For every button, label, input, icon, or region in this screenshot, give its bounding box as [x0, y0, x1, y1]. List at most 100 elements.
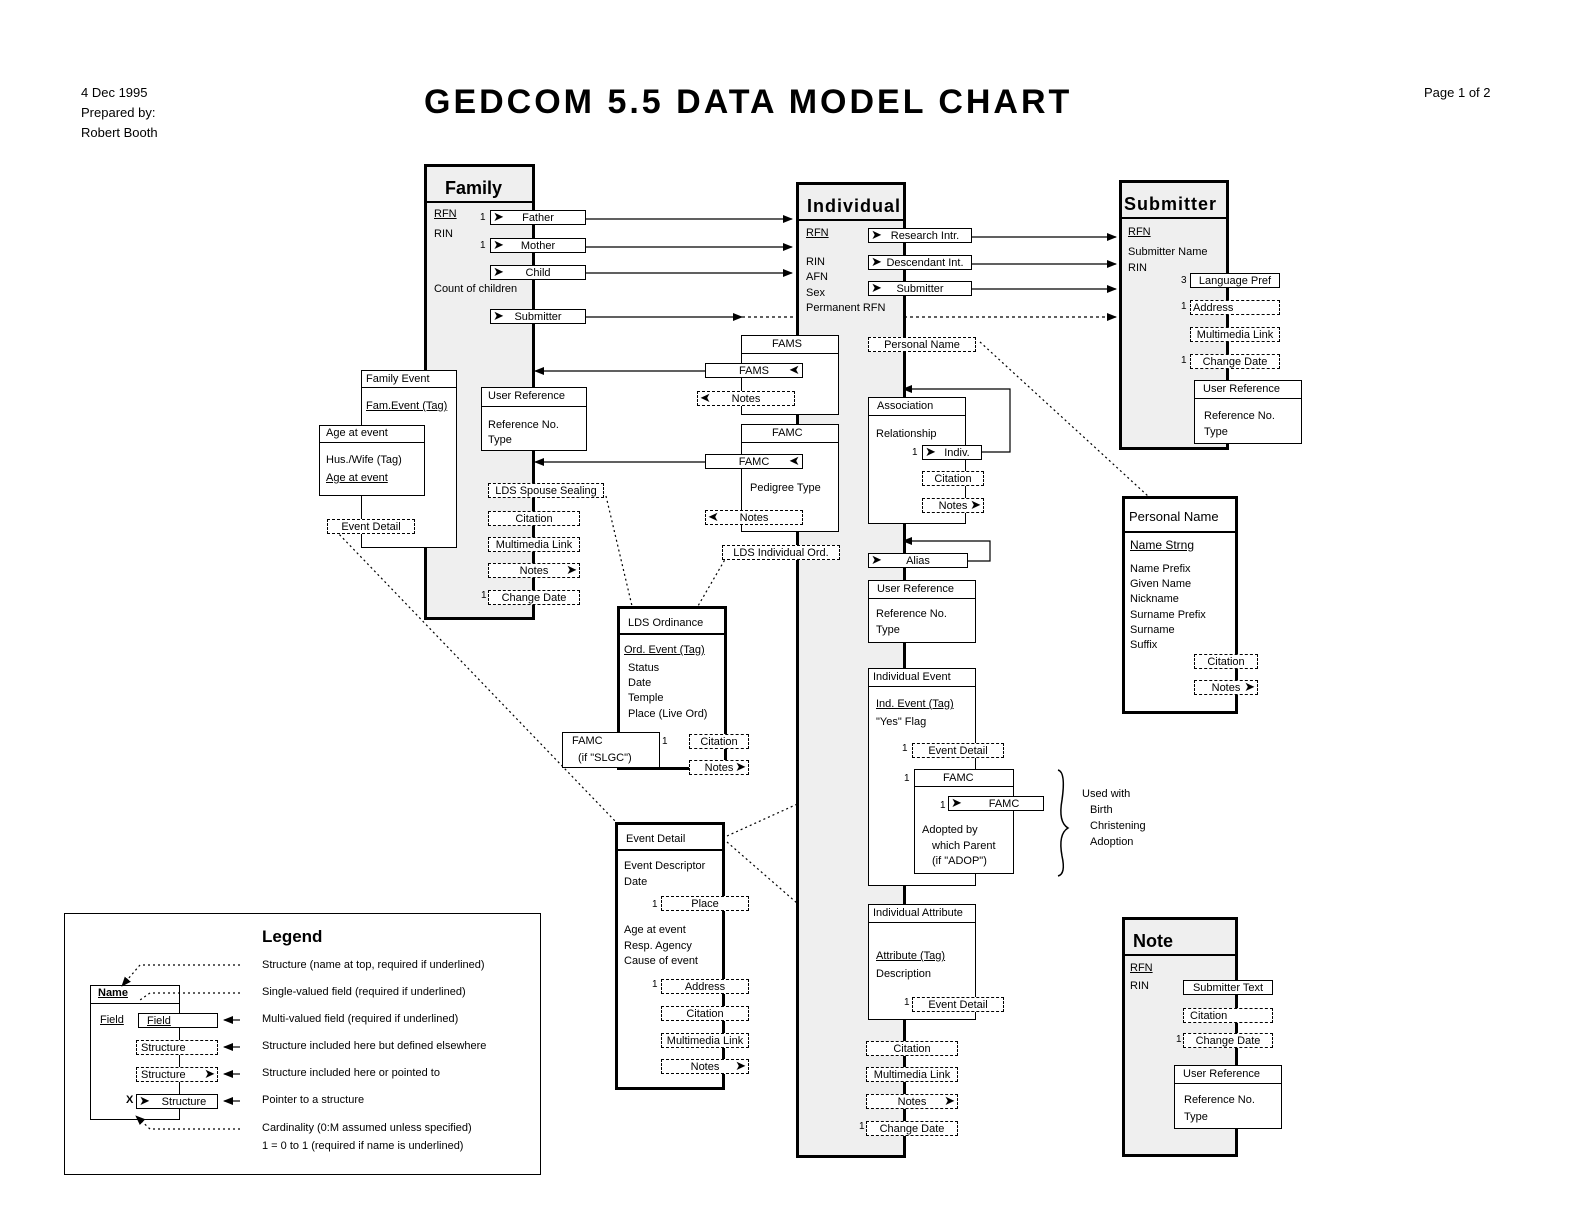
event-detail-cause: Cause of event: [624, 955, 698, 967]
pointer-icon: ➤: [735, 760, 746, 775]
event-detail-address[interactable]: Address: [661, 979, 749, 994]
family-lds-spouse-sealing[interactable]: LDS Spouse Sealing: [488, 483, 604, 498]
pointer-back-icon: ➤: [789, 454, 800, 469]
pointer-icon: ➤: [493, 210, 504, 225]
legend-desc-5: Structure included here or pointed to: [262, 1067, 440, 1079]
individual-attribute-tag: Attribute (Tag): [876, 950, 946, 962]
personal-name-notes[interactable]: Notes➤: [1194, 680, 1258, 695]
used-with-birth: Birth: [1090, 804, 1113, 816]
event-detail-agency: Resp. Agency: [624, 940, 692, 952]
event-detail-notes[interactable]: Notes➤: [661, 1059, 749, 1074]
submitter-lang-card: 3: [1181, 275, 1187, 286]
individual-change-card: 1: [859, 1121, 865, 1132]
family-father-pointer[interactable]: ➤Father: [490, 210, 586, 225]
individual-personal-name[interactable]: Personal Name: [868, 337, 976, 352]
note-change-date[interactable]: Change Date: [1183, 1033, 1273, 1048]
individual-event-tag: Ind. Event (Tag): [876, 698, 954, 710]
submitter-language-pref[interactable]: Language Pref: [1190, 273, 1280, 288]
event-detail-title: Event Detail: [626, 833, 686, 845]
lds-ordinance-citation[interactable]: Citation: [689, 734, 749, 749]
legend-desc-2: Single-valued field (required if underli…: [262, 986, 466, 998]
event-detail-citation[interactable]: Citation: [661, 1006, 749, 1021]
submitter-address[interactable]: Address: [1190, 300, 1280, 315]
individual-event-title: Individual Event: [873, 671, 951, 683]
user-ref-note-title: User Reference: [1183, 1068, 1261, 1080]
individual-multimedia[interactable]: Multimedia Link: [866, 1067, 958, 1082]
family-citation[interactable]: Citation: [488, 511, 580, 526]
association-citation[interactable]: Citation: [922, 471, 984, 486]
legend-structure-pointed: Structure➤: [136, 1067, 218, 1082]
individual-event-detail[interactable]: Event Detail: [912, 743, 1004, 758]
individual-change-date[interactable]: Change Date: [866, 1121, 958, 1136]
association-indiv-pointer[interactable]: ➤Indiv.: [922, 445, 982, 460]
family-event-detail[interactable]: Event Detail: [327, 519, 415, 534]
individual-title: Individual: [807, 196, 902, 216]
lds-famc-if: (if "SLGC"): [578, 752, 632, 764]
page-number: Page 1 of 2: [1424, 85, 1491, 100]
header-prepared-by: Prepared by:: [81, 105, 156, 120]
user-ref-individual-title: User Reference: [877, 583, 955, 595]
individual-event-famc-title: FAMC: [943, 772, 974, 784]
individual-event-detail-card: 1: [902, 743, 908, 754]
note-submitter-text[interactable]: Submitter Text: [1183, 980, 1273, 995]
famc-pointer[interactable]: FAMC➤: [705, 454, 803, 469]
legend-desc-7: Cardinality (0:M assumed unless specifie…: [262, 1122, 472, 1134]
event-detail-descriptor: Event Descriptor: [624, 860, 706, 872]
family-notes[interactable]: Notes➤: [488, 563, 580, 578]
fams-notes[interactable]: ➤Notes: [697, 391, 795, 406]
lds-individual-ord[interactable]: LDS Individual Ord.: [722, 545, 840, 560]
personal-name-given: Given Name: [1130, 578, 1192, 590]
submitter-multimedia[interactable]: Multimedia Link: [1190, 327, 1280, 342]
submitter-change-date[interactable]: Change Date: [1190, 354, 1280, 369]
family-count: Count of children: [434, 283, 518, 295]
personal-name-citation[interactable]: Citation: [1194, 654, 1258, 669]
pointer-icon: ➤: [944, 1094, 955, 1109]
pointer-icon: ➤: [493, 309, 504, 324]
legend-desc-3: Multi-valued field (required if underlin…: [262, 1013, 459, 1025]
lds-ordinance-notes[interactable]: Notes➤: [689, 760, 749, 775]
individual-event-famc-card: 1: [904, 773, 910, 784]
user-reference-note: User Reference: [1174, 1065, 1282, 1129]
user-ref-submitter-title: User Reference: [1203, 383, 1281, 395]
family-submitter-pointer[interactable]: ➤Submitter: [490, 309, 586, 324]
pointer-icon: ➤: [566, 563, 577, 578]
individual-attribute-event-detail[interactable]: Event Detail: [912, 997, 1004, 1012]
individual-submitter-pointer[interactable]: ➤Submitter: [868, 281, 972, 296]
association-relationship: Relationship: [876, 428, 937, 440]
family-mother-card: 1: [480, 240, 486, 251]
note-citation[interactable]: Citation: [1183, 1008, 1273, 1023]
individual-event-famc-pointer[interactable]: ➤FAMC: [948, 796, 1044, 811]
pointer-icon: ➤: [735, 1059, 746, 1074]
fams-pointer[interactable]: FAMS➤: [705, 363, 803, 378]
submitter-rfn: RFN: [1128, 226, 1151, 238]
submitter-title: Submitter: [1124, 194, 1218, 214]
individual-rin: RIN: [806, 256, 825, 268]
user-ref-submitter-type: Type: [1204, 426, 1228, 438]
famc-pedigree: Pedigree Type: [750, 482, 821, 494]
individual-permanent-rfn: Permanent RFN: [806, 302, 886, 314]
page-title: GEDCOM 5.5 DATA MODEL CHART: [424, 83, 1073, 121]
pointer-back-icon: ➤: [789, 363, 800, 378]
event-detail-place[interactable]: Place: [661, 896, 749, 911]
lds-ordinance-famc[interactable]: [562, 732, 660, 768]
personal-name-surname: Surname: [1130, 624, 1175, 636]
individual-descendant-pointer[interactable]: ➤Descendant Int.: [868, 255, 972, 270]
user-ref-note-type: Type: [1184, 1111, 1208, 1123]
family-child-pointer[interactable]: ➤Child: [490, 265, 586, 280]
lds-famc-label: FAMC: [572, 735, 603, 747]
individual-notes[interactable]: Notes➤: [866, 1094, 958, 1109]
lds-ordinance-place: Place (Live Ord): [628, 708, 708, 720]
pointer-icon: ➤: [951, 796, 962, 811]
age-hus-wife: Hus./Wife (Tag): [326, 454, 402, 466]
family-mother-pointer[interactable]: ➤Mother: [490, 238, 586, 253]
famc-notes[interactable]: ➤Notes: [705, 510, 803, 525]
pointer-icon: ➤: [871, 553, 882, 568]
event-detail-multimedia[interactable]: Multimedia Link: [661, 1033, 749, 1048]
individual-alias-pointer[interactable]: ➤Alias: [868, 553, 968, 568]
association-notes[interactable]: Notes➤: [922, 498, 984, 513]
family-change-date[interactable]: Change Date: [488, 590, 580, 605]
adopted-by-line1: Adopted by: [922, 824, 978, 836]
individual-citation[interactable]: Citation: [866, 1041, 958, 1056]
individual-research-pointer[interactable]: ➤Research Intr.: [868, 228, 972, 243]
family-multimedia[interactable]: Multimedia Link: [488, 537, 580, 552]
